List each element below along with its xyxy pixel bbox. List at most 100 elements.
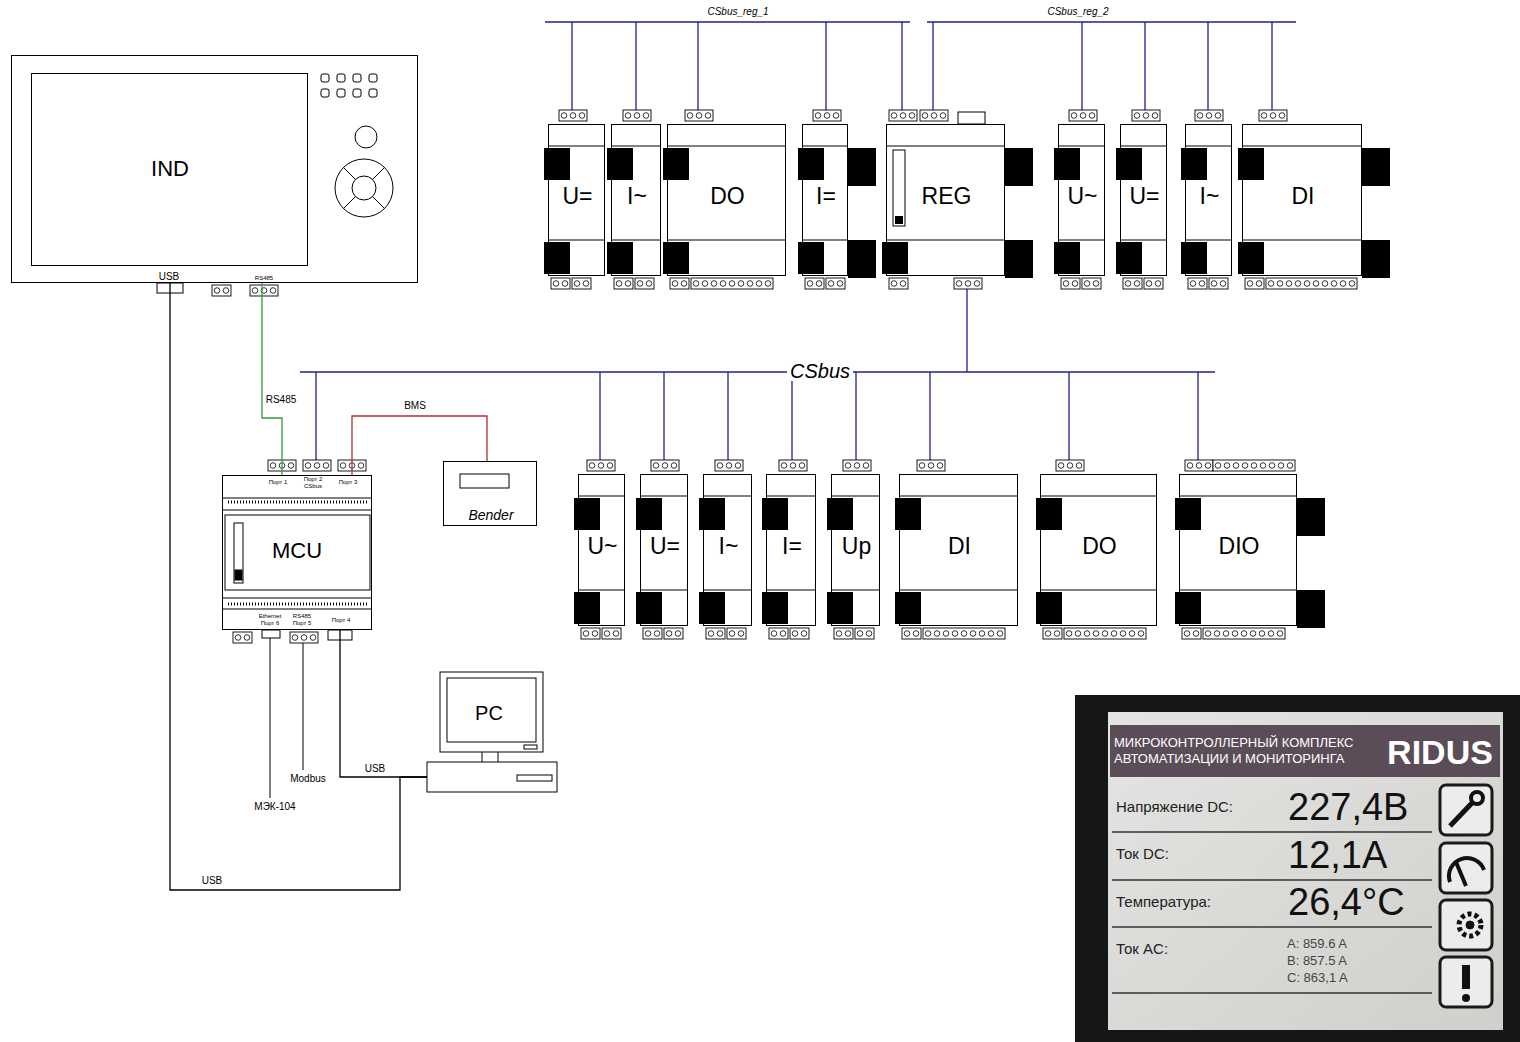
terminal-screw [1223,631,1229,637]
node-text: MCU [272,540,322,562]
terminal-screw [816,281,822,287]
terminal-screw [1277,281,1283,287]
photo-screen [1108,712,1503,1030]
module-box: I~ [611,124,661,276]
module-line [802,146,848,147]
terminal-screw [301,635,307,641]
terminal-screw [928,463,934,469]
module-line [667,146,786,147]
module-line [1040,496,1157,497]
terminal-screw [1322,281,1328,287]
terminal-screw [1277,631,1283,637]
terminal-screw [1259,631,1265,637]
module-line [667,240,786,241]
terminal-block [917,460,945,471]
terminal-block [233,632,252,643]
terminal-screw [790,463,796,469]
terminal-screw [1268,631,1274,637]
module-line [766,590,816,591]
terminal-screw [720,281,726,287]
terminal-block [1056,460,1084,471]
terminal-screw [570,113,576,119]
terminal-screw [666,631,672,637]
monitor-screen [447,678,536,742]
terminal-screw [974,281,980,287]
terminal-screw [1134,281,1140,287]
terminal-block [826,278,845,289]
terminal-block [1182,628,1201,639]
terminal-block [1266,278,1357,289]
bus-drop [791,372,792,460]
terminal-block [1061,278,1080,289]
module-box: DO [1040,474,1157,626]
terminal-screw [1269,463,1275,469]
terminal-screw [637,281,643,287]
terminal-block [1132,110,1160,121]
module-box: DI [1242,124,1362,276]
terminal-screw [553,281,559,287]
terminal-block [715,460,743,471]
terminal-screw [579,113,585,119]
bus-drop [635,22,636,110]
stand [498,752,499,762]
module-line [222,598,372,599]
terminal-screw [1111,631,1117,637]
separator [1112,992,1432,994]
port-label: Порт 6 [261,620,280,626]
terminal-screw [1071,113,1077,119]
terminal-block [1064,628,1146,639]
terminal-screw [574,281,580,287]
terminal-screw [1076,463,1082,469]
node-text: I= [782,535,802,558]
terminal-block [212,285,231,296]
node-text: DI [948,535,971,558]
bus-label: CSbus_reg_1 [707,7,768,17]
module-line [831,496,880,497]
module-line [222,510,372,511]
terminal-screw [1075,631,1081,637]
screen-text: МИКРОКОНТРОЛЛЕРНЫЙ КОМПЛЕКС АВТОМАТИЗАЦИ… [1114,735,1382,768]
terminal-screw [696,113,702,119]
terminal-block [1188,278,1207,289]
terminal-screw [671,463,677,469]
node-text: DIO [1219,535,1260,558]
gauge-icon [1456,862,1466,886]
computer: PC [427,672,557,792]
terminal-screw [717,463,723,469]
terminal-screw [799,463,805,469]
terminal-block [834,628,853,639]
alert-icon [1462,965,1470,989]
terminal-screw [1220,281,1226,287]
terminal-screw [1241,631,1247,637]
screen-text: C: 863,1 A [1287,971,1348,984]
terminal-block [643,628,662,639]
wire [303,643,304,770]
terminal-screw [1072,281,1078,287]
connector [958,112,985,124]
terminal-screw [645,631,651,637]
terminal-screw [952,631,958,637]
terminal-block [614,278,633,289]
terminal-block [706,628,725,639]
terminal-screw [1045,631,1051,637]
terminal-screw [607,463,613,469]
bus-line [545,21,910,22]
terminal-screw [1279,113,1285,119]
icon-box [1440,785,1492,835]
bus-drop [901,22,902,110]
terminal-screw [729,631,735,637]
terminal-screw [675,631,681,637]
terminal-screw [765,281,771,287]
bus-drop [1068,372,1069,460]
din-clip [1297,590,1325,628]
button [321,89,329,97]
dpad-line [373,197,385,209]
port-label: Ethernet [259,613,282,619]
terminal-screw [693,281,699,287]
bus-drop [825,22,826,110]
terminal-screw [1067,463,1073,469]
screen-text: Ток AC: [1116,941,1168,956]
terminal-screw [1129,631,1135,637]
connector-line [340,630,427,777]
module-line [703,590,752,591]
